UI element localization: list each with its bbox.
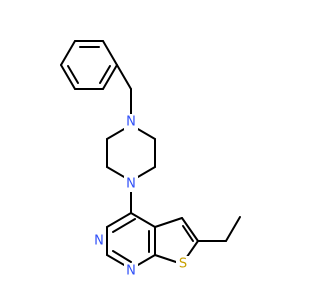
bond-ring-to-ch2 xyxy=(116,64,132,90)
bond xyxy=(102,64,118,90)
bond xyxy=(130,212,156,228)
double-bond-inner xyxy=(99,65,111,84)
double-bond-inner xyxy=(182,225,194,242)
bond xyxy=(106,212,132,228)
piperazine-ring xyxy=(106,124,156,182)
atom-n-piperazine-bottom: N xyxy=(124,176,138,192)
atom-n-piperazine-top: N xyxy=(124,114,138,130)
double-bond-inner xyxy=(112,218,136,233)
bond xyxy=(60,40,76,66)
atom-n-pyrimidine-bottom: N xyxy=(124,263,138,279)
atom-label: N xyxy=(126,177,136,192)
atom-n-pyrimidine-left: N xyxy=(92,233,106,249)
atom-s-thiophene: S xyxy=(176,256,190,272)
molecule-structure-diagram: N N N N S xyxy=(60,40,241,279)
atom-label: S xyxy=(179,257,187,272)
double-bond-inner xyxy=(112,250,132,263)
double-bond-inner xyxy=(67,65,79,84)
atom-label: N xyxy=(126,264,136,279)
pyrimidine-ring xyxy=(106,212,156,270)
bond-ethyl-2 xyxy=(225,216,241,242)
bond xyxy=(102,40,118,66)
atom-label: N xyxy=(126,115,136,130)
bond xyxy=(154,217,183,228)
benzene-ring xyxy=(60,40,118,90)
bond xyxy=(181,217,199,242)
bond xyxy=(60,64,76,90)
structure-canvas: N N N N S xyxy=(60,40,241,279)
atom-label: N xyxy=(94,234,104,249)
